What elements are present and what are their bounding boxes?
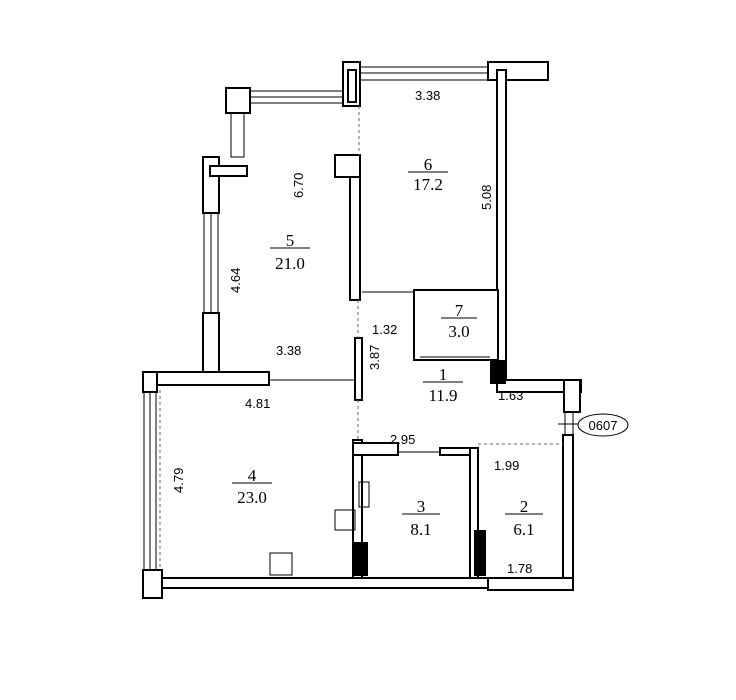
svg-text:8.1: 8.1 — [410, 520, 431, 539]
openings — [159, 106, 574, 570]
dim-hall-length: 3.87 — [367, 345, 382, 370]
svg-text:6.1: 6.1 — [513, 520, 534, 539]
room-7-label: 7 3.0 — [441, 301, 477, 341]
walls — [142, 61, 582, 599]
fixtures — [269, 481, 370, 576]
room-4-label: 4 23.0 — [232, 466, 272, 507]
svg-text:4: 4 — [248, 466, 257, 485]
dim-room3-width: 2.95 — [390, 432, 415, 447]
room-1-label: 1 11.9 — [423, 365, 463, 405]
entry-code-badge: 0607 — [558, 413, 629, 437]
room-3-label: 3 8.1 — [402, 497, 440, 539]
dim-room2-width: 1.78 — [507, 561, 532, 576]
svg-text:2: 2 — [520, 497, 529, 516]
svg-text:1: 1 — [439, 365, 448, 384]
dim-hall-width: 1.63 — [498, 388, 523, 403]
svg-text:17.2: 17.2 — [413, 175, 443, 194]
svg-text:7: 7 — [455, 301, 464, 320]
room-6-label: 6 17.2 — [408, 155, 448, 194]
dim-room6-length: 5.08 — [479, 185, 494, 210]
dim-room5-length: 6.70 — [291, 173, 306, 198]
dim-room4-length: 4.79 — [171, 468, 186, 493]
svg-text:0607: 0607 — [589, 418, 618, 433]
dim-room6-width: 3.38 — [415, 88, 440, 103]
svg-text:3.0: 3.0 — [448, 322, 469, 341]
svg-text:5: 5 — [286, 231, 295, 250]
dim-room5-width: 3.38 — [276, 343, 301, 358]
svg-text:21.0: 21.0 — [275, 254, 305, 273]
svg-text:3: 3 — [417, 497, 426, 516]
room-5-label: 5 21.0 — [270, 231, 310, 273]
svg-text:6: 6 — [424, 155, 433, 174]
dim-hall-gap: 1.32 — [372, 322, 397, 337]
room-2-label: 2 6.1 — [505, 497, 543, 539]
dim-room5-side: 4.64 — [228, 268, 243, 293]
svg-text:11.9: 11.9 — [428, 386, 457, 405]
windows — [143, 66, 489, 571]
dim-room4-width: 4.81 — [245, 396, 270, 411]
dim-room2-length: 1.99 — [494, 458, 519, 473]
svg-text:23.0: 23.0 — [237, 488, 267, 507]
